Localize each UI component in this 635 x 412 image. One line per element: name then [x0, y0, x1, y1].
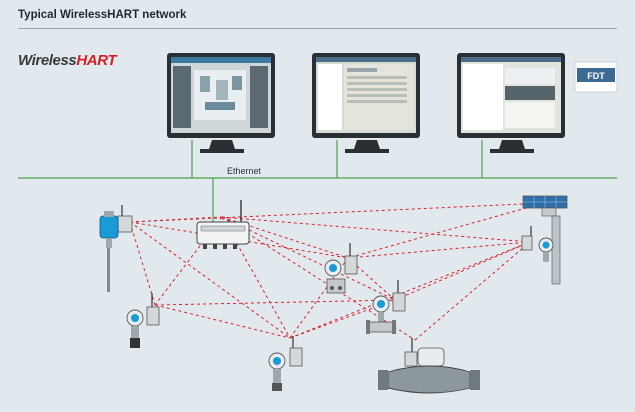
ethernet-bus — [18, 140, 617, 222]
monitor-icon — [312, 53, 420, 153]
wireless-link — [289, 241, 531, 339]
wireless-link — [221, 216, 349, 259]
wireless-link — [154, 304, 291, 339]
fdt-logo-text: FDT — [587, 71, 605, 81]
monitor-icon — [457, 53, 565, 153]
pressure-transmitter-icon — [268, 336, 303, 391]
solar-panel-icon — [521, 195, 568, 285]
wireless-link — [289, 299, 396, 339]
wireless-link — [221, 216, 291, 339]
wireless-link — [129, 202, 545, 223]
wireless-link — [154, 299, 396, 306]
brand-part2: HART — [76, 52, 117, 69]
wireless-link — [221, 216, 396, 301]
brand-part1: Wireless — [18, 52, 77, 69]
wireless-link — [221, 216, 416, 341]
fdt-logo-icon: FDT — [574, 61, 618, 93]
gateway-icon — [196, 200, 250, 249]
wireless-link — [129, 221, 291, 339]
pressure-transmitter-icon — [126, 293, 160, 348]
wireless-link — [129, 221, 156, 306]
wirelesshart-logo: WirelessHART — [18, 52, 117, 69]
flowmeter-icon — [378, 338, 480, 394]
title-divider — [18, 28, 617, 29]
title-bar: Typical WirelessHART network — [0, 0, 635, 32]
wireless-link — [414, 241, 531, 341]
level-transmitter-icon — [99, 205, 133, 292]
page-title: Typical WirelessHART network — [18, 9, 187, 21]
ethernet-label: Ethernet — [227, 166, 262, 176]
wireless-link — [221, 216, 531, 243]
wireless-link — [289, 257, 349, 339]
pressure-transmitter-icon — [366, 280, 406, 334]
monitor-icon — [167, 53, 275, 153]
wireless-link — [347, 241, 531, 259]
wireless-link — [347, 202, 545, 259]
pressure-transmitter-icon — [324, 243, 358, 294]
wireless-link — [347, 257, 396, 301]
wireless-link — [394, 241, 531, 301]
